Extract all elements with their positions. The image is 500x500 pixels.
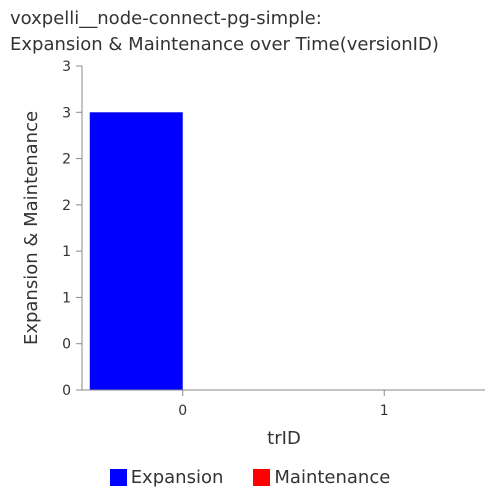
legend-item-maintenance[interactable]: Maintenance — [253, 467, 390, 488]
x-tick-label: 0 — [178, 403, 187, 419]
chart-title-line-2: Expansion & Maintenance over Time(versio… — [10, 34, 439, 55]
y-tick-label: 3 — [62, 105, 71, 121]
x-tick-label: 1 — [380, 403, 389, 419]
legend-swatch-maintenance — [253, 468, 271, 486]
y-tick-label: 2 — [62, 152, 71, 168]
y-tick-label: 2 — [62, 198, 71, 214]
x-axis-label: trID — [267, 428, 301, 449]
y-tick-label: 1 — [62, 244, 71, 260]
y-axis: 0 0 1 1 2 2 3 3 — [62, 59, 83, 399]
bar-expansion-0[interactable] — [89, 112, 183, 391]
legend-swatch-expansion — [109, 468, 127, 486]
y-tick-label: 0 — [62, 383, 71, 399]
y-tick-label: 0 — [62, 337, 71, 353]
legend-item-expansion[interactable]: Expansion — [109, 466, 224, 488]
y-axis-label: Expansion & Maintenance — [21, 111, 42, 345]
legend-label-maintenance: Maintenance — [274, 466, 391, 488]
legend: Expansion Maintenance — [0, 465, 500, 489]
chart-title-line-1: voxpelli__node-connect-pg-simple: — [10, 8, 322, 29]
legend-label-expansion: Expansion — [130, 466, 224, 488]
y-tick-label: 3 — [62, 59, 71, 75]
chart-title: voxpelli__node-connect-pg-simple: Expans… — [10, 6, 439, 58]
bars — [89, 112, 183, 391]
y-tick-label: 1 — [62, 290, 71, 306]
